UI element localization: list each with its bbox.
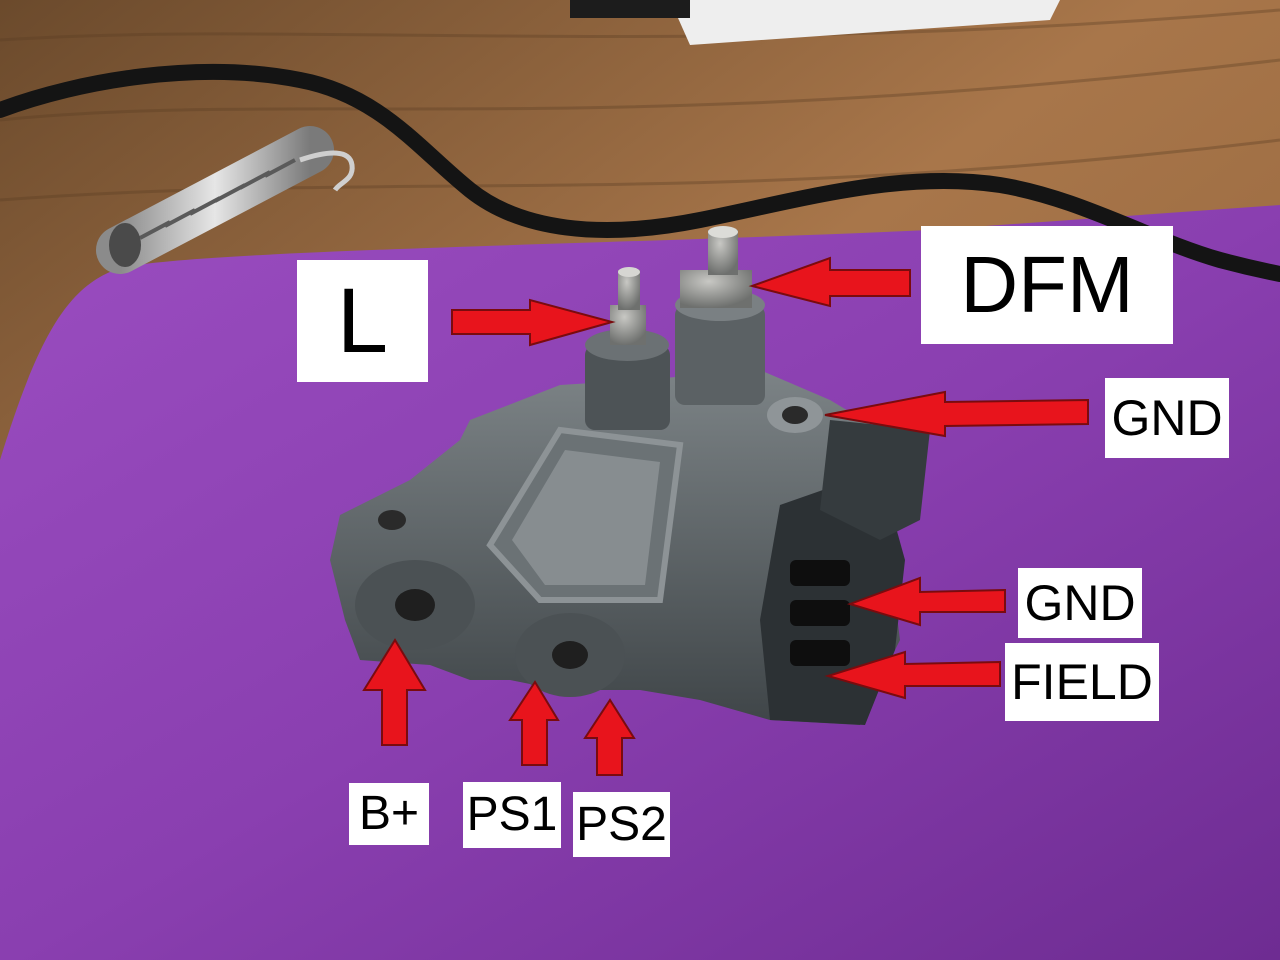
wood-grain xyxy=(0,8,1280,202)
paper-sheet xyxy=(670,0,1060,45)
arrow-to-gnd-connector xyxy=(846,576,1006,627)
label-ps2: PS2 xyxy=(573,792,670,857)
arrow-to-b-plus xyxy=(362,638,427,746)
arrow-to-ps2 xyxy=(583,698,636,776)
arrow-to-dfm-terminal xyxy=(748,256,911,308)
arrow-to-gnd-hole xyxy=(824,390,1089,438)
voltage-regulator xyxy=(330,226,930,725)
label-b-plus: B+ xyxy=(349,783,429,845)
label-field: FIELD xyxy=(1005,643,1159,721)
arrow-to-ps1 xyxy=(508,680,560,766)
label-l: L xyxy=(297,260,428,382)
metal-spring xyxy=(96,126,355,274)
label-ps1: PS1 xyxy=(463,782,561,848)
label-gnd-connector: GND xyxy=(1018,568,1142,638)
dark-object xyxy=(570,0,690,18)
label-dfm: DFM xyxy=(921,226,1173,344)
label-gnd-top: GND xyxy=(1105,378,1229,458)
arrow-to-l-terminal xyxy=(451,298,616,347)
arrow-to-field-connector xyxy=(824,650,1001,700)
